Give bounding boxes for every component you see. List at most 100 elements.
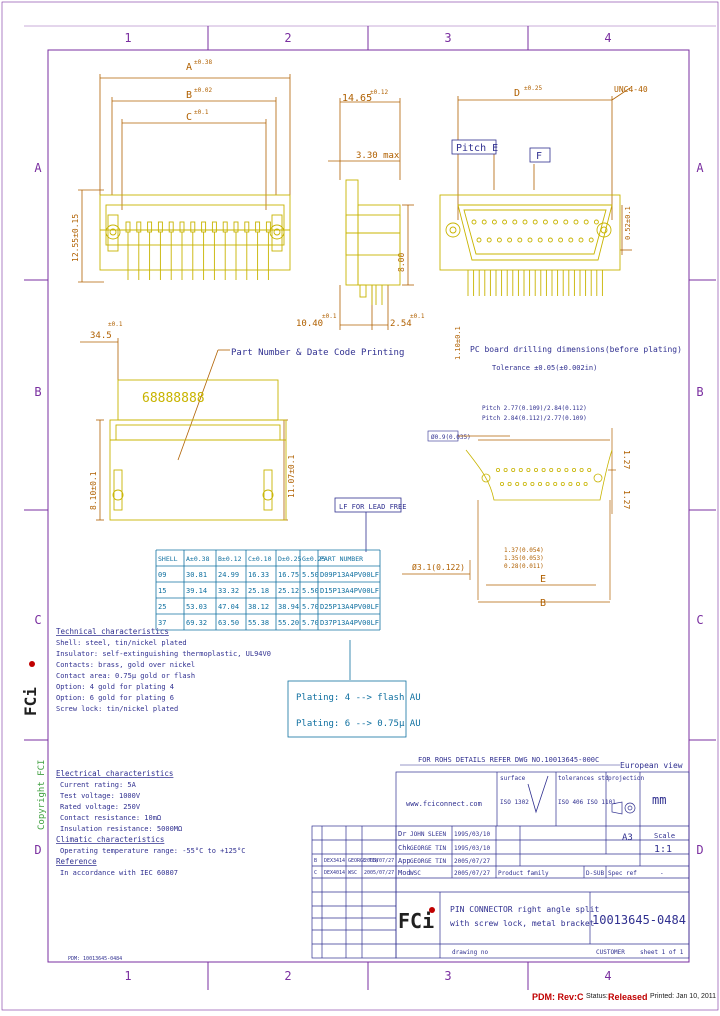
drill-hole [503,467,508,472]
side-dim-pitch: 2.54 [390,319,412,329]
table-cell: 63.50 [218,619,239,627]
table-cell: 69.32 [186,619,207,627]
table-cell: 24.99 [218,571,239,579]
tb-dr-date: 1995/03/10 [454,831,491,838]
plating-line-2: Plating: 6 --> 0.75µ AU [296,719,421,729]
drill-hole [564,467,569,472]
front-pin-top [583,219,589,225]
drill-title: PC board drilling dimensions(before plat… [470,345,682,354]
top-pin [211,221,217,233]
drill-hole [549,467,554,472]
drill-hole [568,481,573,486]
top-dim-b-tol: ±0.02 [194,87,212,94]
top-pin [179,221,185,233]
revision-cell: GEORGE TIN [348,858,378,864]
tb-app-label: App [398,857,411,865]
table-cell: 39.14 [186,587,207,595]
bottom-dim-left-tol: ±0.1 [108,321,123,328]
pdm-revision: PDM: Rev:C [532,992,584,1002]
projection-symbol-icon [611,801,636,815]
drill-hole [530,481,535,486]
side-dim-width: 14.65 [342,93,372,104]
front-pin-top [522,219,528,225]
side-dim-pitch-tol: ±0.1 [410,313,425,320]
table-cell: 47.04 [218,603,239,611]
notes-line: Option: 6 gold for plating 6 [56,694,174,702]
bottom-dim-height: 8.10±0.1 [89,471,98,510]
drill-hole [541,467,546,472]
electrical-line: Current rating: 5A [60,781,137,789]
tb-scale-label: Scale [654,832,675,840]
bottom-dim-right: 11.07±0.1 [287,454,296,498]
grid-row-b-left: B [34,385,41,399]
tb-surface-label: surface [500,775,526,782]
tb-drawing-no: 10013645-0484 [592,913,686,927]
notes-title: Technical characteristics [56,627,169,636]
front-pin-bottom [568,237,574,243]
drill-small-2: 1.35(0.053) [504,555,544,562]
table-cell: 16.33 [248,571,269,579]
plating-box [287,680,407,738]
electrical-line: Test voltage: 1000V [60,792,141,800]
tb-mod-label: Mod [398,869,411,877]
tb-website: www.fciconnect.com [406,800,482,808]
top-dim-b: B [186,90,192,101]
copyright-text: Copyright FCI [37,760,47,830]
drill-hole [538,481,543,486]
grid-row-c-left: C [34,613,41,627]
tb-tolerance-std: ISO 406 ISO 1101 [558,799,616,806]
drill-hole [534,467,539,472]
drill-hole-2: Ø3.1(0.122) [412,562,465,572]
top-dim-a: A [186,62,192,73]
bottom-code: 68888888 [142,391,205,406]
grid-row-b-right: B [696,385,703,399]
drill-small-3: 0.28(0.011) [504,563,544,570]
tb-dr-name: JOHN SLEEN [410,831,447,838]
tb-chk-label: Chk [398,844,411,852]
top-pin [136,221,142,233]
table-header: B±0.12 [218,555,242,563]
table-cell: 5.50 [302,571,319,579]
rohs-note: FOR ROHS DETAILS REFER DWG NO.10013645-0… [418,756,599,764]
pitch-e-box [451,139,497,155]
tb-chk-name: GEORGE TIN [410,845,447,852]
top-view: A ±0.38 B ±0.02 C ±0.1 12.55±0.15 [71,59,291,283]
grid-col-2-bottom: 2 [284,969,291,983]
front-pin-bottom [507,237,513,243]
grid-row-a-left: A [34,161,42,175]
european-view: European view [620,761,683,770]
table-cell: 38.12 [248,603,269,611]
top-dim-c-tol: ±0.1 [194,109,209,116]
revision-cell: WSC [348,870,357,876]
grid-col-2-top: 2 [284,31,291,45]
tb-tolerance-label: tolerances std [558,775,609,782]
revision-cell: 2005/07/27 [364,858,394,864]
revision-cell: 2005/07/27 [364,870,394,876]
tb-spec-label: Spec ref [608,870,637,877]
top-pin [157,221,163,233]
notes-line: Shell: steel, tin/nickel plated [56,639,187,647]
table-cell: 16.75 [278,571,299,579]
side-dim-width-tol: ±0.12 [370,89,388,96]
notes-line: Insulator: self-extinguishing thermoplas… [56,650,271,658]
tb-product-family: Product family [498,870,549,877]
drill-hole [583,481,588,486]
side-dim-pin-offset-tol: ±0.1 [322,313,337,320]
front-pin-top [481,219,487,225]
drill-hole [556,467,561,472]
side-dim-vertical: 8.00 [397,253,406,272]
tb-family: D-SUB [586,870,604,877]
bottom-lead-free: LF FOR LEAD FREE [339,503,406,511]
table-cell: 55.20 [278,619,299,627]
front-pin-top [471,219,477,225]
front-pin-bottom [476,237,482,243]
top-pin [244,221,250,233]
front-dim-edge: 1.10±0.1 [454,326,462,360]
electrical-line: Insulation resistance: 5000MΩ [60,825,182,833]
front-dim-d-tol: ±0.25 [524,85,542,92]
top-pin [222,221,228,233]
table-cell: 38.94 [278,603,299,611]
notes-line: Option: 4 gold for plating 4 [56,683,174,691]
svg-text:FCi: FCi [398,909,434,933]
